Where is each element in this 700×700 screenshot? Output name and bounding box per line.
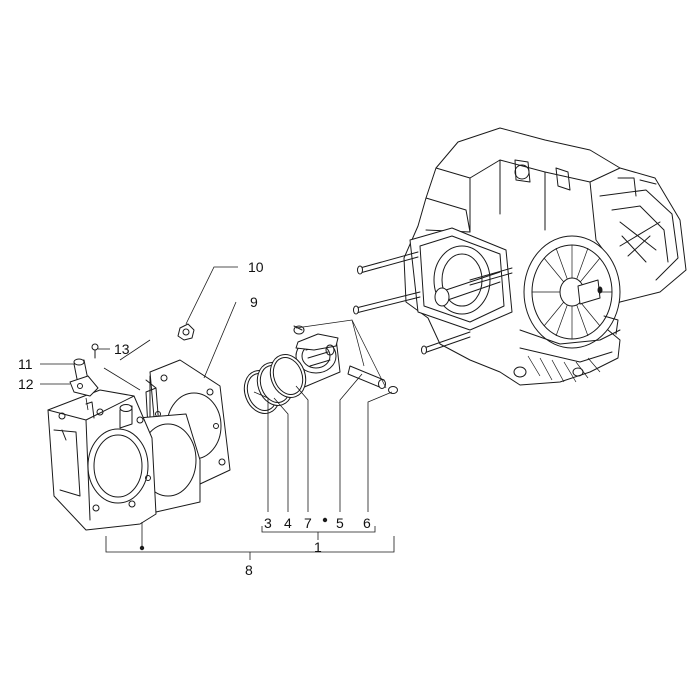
callout-6: 6 (363, 515, 371, 531)
callout-3: 3 (264, 515, 272, 531)
screw-13 (91, 343, 99, 359)
callout-5: 5 (336, 515, 344, 531)
callout-11: 11 (18, 356, 33, 372)
callout-labels: 10 9 13 11 12 3 4 7 5 6 1 8 (18, 259, 371, 578)
callout-4: 4 (284, 515, 292, 531)
piston-assembly (295, 333, 341, 389)
gudgeon-pin-and-clips (293, 319, 398, 394)
callout-12: 12 (18, 376, 34, 392)
piston-rings (243, 354, 307, 414)
callout-7: 7 (304, 515, 312, 531)
callout-10: 10 (248, 259, 264, 275)
callout-8: 8 (245, 562, 253, 578)
nut-10 (177, 323, 195, 341)
cylinder (47, 389, 201, 531)
leader-lines (40, 266, 395, 560)
crankcase (353, 127, 687, 386)
bracket-12 (69, 375, 99, 397)
callout-13: 13 (114, 341, 130, 357)
callout-1: 1 (314, 539, 322, 555)
callout-9: 9 (250, 294, 258, 310)
